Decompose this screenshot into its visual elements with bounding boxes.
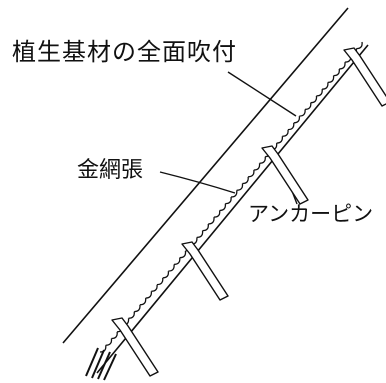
bottom-hatch-mark — [85, 347, 117, 381]
anchor-pin-3 — [181, 241, 229, 301]
wire-mesh — [99, 41, 363, 353]
spray-leader-line — [227, 71, 297, 117]
mesh-leader-line — [159, 171, 236, 194]
anchor-pin-2 — [261, 145, 309, 205]
label-wire-mesh: 金網張 — [77, 158, 144, 183]
substrate-surface-line — [62, 7, 349, 344]
anchor-pin-4 — [111, 317, 159, 377]
ground-slope-line — [96, 44, 369, 374]
label-anchor-pin: アンカーピン — [248, 202, 374, 226]
anchor-pin-1 — [343, 47, 386, 107]
wire-mesh-chain — [99, 41, 363, 353]
anchor-pins — [111, 47, 386, 377]
label-vegetation-spray: 植生基材の全面吹付 — [12, 38, 237, 66]
